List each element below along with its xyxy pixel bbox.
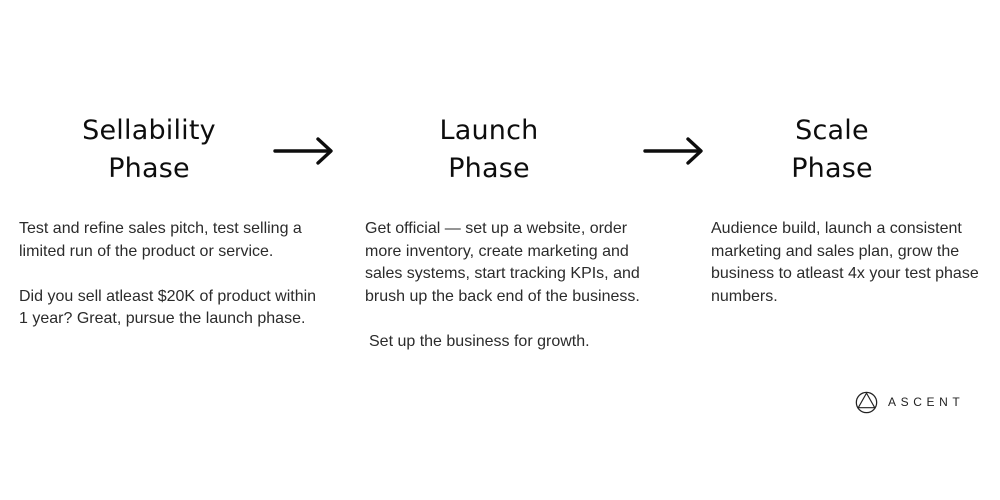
title-line: Sellability (82, 115, 216, 146)
ascent-logo: ASCENT (855, 390, 964, 414)
description-paragraph: Set up the business for growth. (369, 332, 590, 350)
description-paragraph: Get official — set up a website, order m… (365, 220, 640, 305)
title-line: Launch (439, 115, 539, 146)
launch-phase-title: Launch Phase (380, 112, 598, 188)
description-paragraph: Audience build, launch a consistent mark… (711, 220, 979, 305)
title-line: Phase (791, 153, 873, 184)
logo-wordmark: ASCENT (888, 395, 965, 409)
scale-phase-title: Scale Phase (732, 112, 932, 188)
sellability-phase-title: Sellability Phase (40, 112, 258, 188)
right-arrow-icon (643, 137, 703, 165)
description-paragraph: Did you sell atleast $20K of product wit… (19, 287, 317, 328)
title-line: Scale (795, 115, 869, 146)
ascent-logo-icon (855, 391, 878, 413)
title-line: Phase (108, 153, 190, 184)
title-line: Phase (448, 153, 530, 184)
launch-phase-description: Get official — set up a website, order m… (365, 218, 665, 354)
sellability-phase-description: Test and refine sales pitch, test sellin… (19, 218, 319, 331)
description-paragraph: Test and refine sales pitch, test sellin… (19, 220, 302, 260)
scale-phase-description: Audience build, launch a consistent mark… (711, 218, 981, 308)
right-arrow-icon (273, 137, 333, 165)
